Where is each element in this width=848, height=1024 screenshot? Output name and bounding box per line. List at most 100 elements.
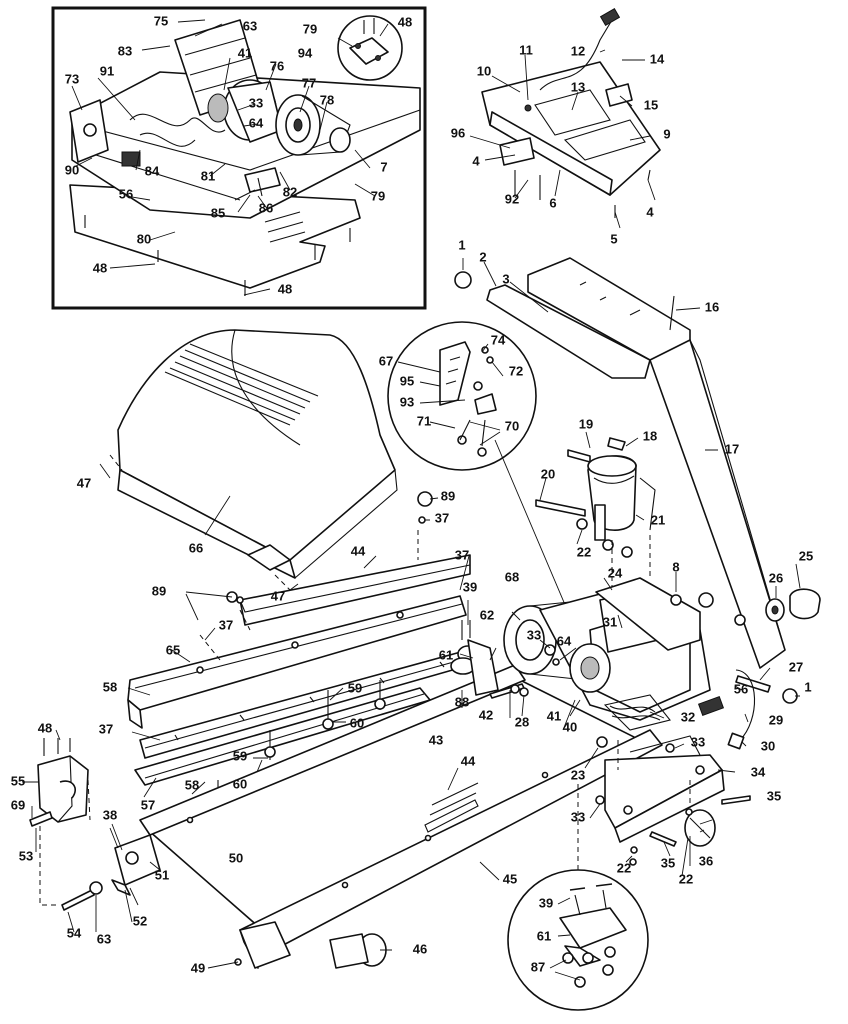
rear-end-cap xyxy=(22,729,133,933)
callout-1: 1 xyxy=(458,237,465,252)
motor-compartment-inset xyxy=(51,6,427,310)
callout-58: 58 xyxy=(185,777,199,792)
callout-48: 48 xyxy=(93,260,107,275)
callout-22: 22 xyxy=(617,860,631,875)
callout-82: 82 xyxy=(283,184,297,199)
callout-8: 8 xyxy=(672,559,679,574)
callout-96: 96 xyxy=(451,125,465,140)
callout-86: 86 xyxy=(259,200,273,215)
callout-69: 69 xyxy=(11,797,25,812)
callout-3: 3 xyxy=(502,271,509,286)
callout-4: 4 xyxy=(472,153,480,168)
callout-89: 89 xyxy=(441,488,455,503)
callout-11: 11 xyxy=(519,42,533,57)
treadmill-frame-deck xyxy=(111,664,751,969)
upright-handlebar-assembly xyxy=(454,257,786,669)
callout-12: 12 xyxy=(571,43,585,58)
callout-29: 29 xyxy=(769,712,783,727)
callout-59: 59 xyxy=(233,748,247,763)
callout-22: 22 xyxy=(577,544,591,559)
callout-61: 61 xyxy=(439,647,453,662)
callout-10: 10 xyxy=(477,63,491,78)
callout-19: 19 xyxy=(579,416,593,431)
callout-37: 37 xyxy=(219,617,233,632)
callout-7: 7 xyxy=(380,159,387,174)
callout-47: 47 xyxy=(77,475,91,490)
callout-33: 33 xyxy=(249,95,263,110)
callout-2: 2 xyxy=(479,249,486,264)
callout-48: 48 xyxy=(398,14,412,29)
callout-57: 57 xyxy=(141,797,155,812)
callout-5: 5 xyxy=(610,231,617,246)
callout-36: 36 xyxy=(699,853,713,868)
callout-44: 44 xyxy=(351,543,366,558)
callout-65: 65 xyxy=(166,642,180,657)
side-rail-channels xyxy=(127,491,471,801)
callout-35: 35 xyxy=(661,855,675,870)
callout-84: 84 xyxy=(145,163,160,178)
callout-64: 64 xyxy=(249,115,264,130)
callout-39: 39 xyxy=(539,895,553,910)
callout-91: 91 xyxy=(100,63,114,78)
callout-47: 47 xyxy=(271,588,285,603)
callout-33: 33 xyxy=(527,627,541,642)
callout-32: 32 xyxy=(681,709,695,724)
callout-72: 72 xyxy=(509,363,523,378)
callout-37: 37 xyxy=(99,721,113,736)
drive-motor-area xyxy=(450,563,821,877)
callout-labels: 75 63 83 41 76 73 91 33 64 77 78 79 48 9… xyxy=(11,13,813,975)
callout-23: 23 xyxy=(571,767,585,782)
callout-58: 58 xyxy=(103,679,117,694)
callout-37: 37 xyxy=(435,510,449,525)
capacitor-assembly xyxy=(535,431,656,590)
callout-85: 85 xyxy=(211,205,225,220)
callout-66: 66 xyxy=(189,540,203,555)
callout-43: 43 xyxy=(429,732,443,747)
callout-63: 63 xyxy=(243,18,257,33)
callout-59: 59 xyxy=(348,680,362,695)
callout-88: 88 xyxy=(455,694,469,709)
callout-14: 14 xyxy=(650,51,665,66)
callout-20: 20 xyxy=(541,466,555,481)
callout-33: 33 xyxy=(691,734,705,749)
callout-54: 54 xyxy=(67,925,82,940)
callout-90: 90 xyxy=(65,162,79,177)
callout-80: 80 xyxy=(137,231,151,246)
callout-13: 13 xyxy=(571,79,585,94)
callout-93: 93 xyxy=(400,394,414,409)
callout-41: 41 xyxy=(547,708,561,723)
callout-18: 18 xyxy=(643,428,657,443)
callout-60: 60 xyxy=(350,715,364,730)
callout-17: 17 xyxy=(725,441,739,456)
callout-71: 71 xyxy=(417,413,431,428)
callout-81: 81 xyxy=(201,168,215,183)
callout-79: 79 xyxy=(371,188,385,203)
callout-22: 22 xyxy=(679,871,693,886)
callout-74: 74 xyxy=(491,332,506,347)
callout-92: 92 xyxy=(505,191,519,206)
callout-31: 31 xyxy=(603,614,617,629)
callout-21: 21 xyxy=(651,512,665,527)
latch-detail-circle xyxy=(387,321,581,641)
callout-40: 40 xyxy=(563,719,577,734)
callout-48: 48 xyxy=(38,720,52,735)
callout-45: 45 xyxy=(503,871,517,886)
callout-15: 15 xyxy=(644,97,658,112)
callout-53: 53 xyxy=(19,848,33,863)
callout-30: 30 xyxy=(761,738,775,753)
callout-55: 55 xyxy=(11,773,25,788)
callout-79: 79 xyxy=(303,21,317,36)
callout-70: 70 xyxy=(505,418,519,433)
callout-52: 52 xyxy=(133,913,147,928)
callout-38: 38 xyxy=(103,807,117,822)
callout-51: 51 xyxy=(155,867,169,882)
callout-34: 34 xyxy=(751,764,766,779)
callout-78: 78 xyxy=(320,92,334,107)
callout-73: 73 xyxy=(65,71,79,86)
mounting-plate-detail xyxy=(507,780,649,1011)
callout-76: 76 xyxy=(270,58,284,73)
callout-27: 27 xyxy=(789,659,803,674)
callout-44: 44 xyxy=(461,753,476,768)
callout-25: 25 xyxy=(799,548,813,563)
